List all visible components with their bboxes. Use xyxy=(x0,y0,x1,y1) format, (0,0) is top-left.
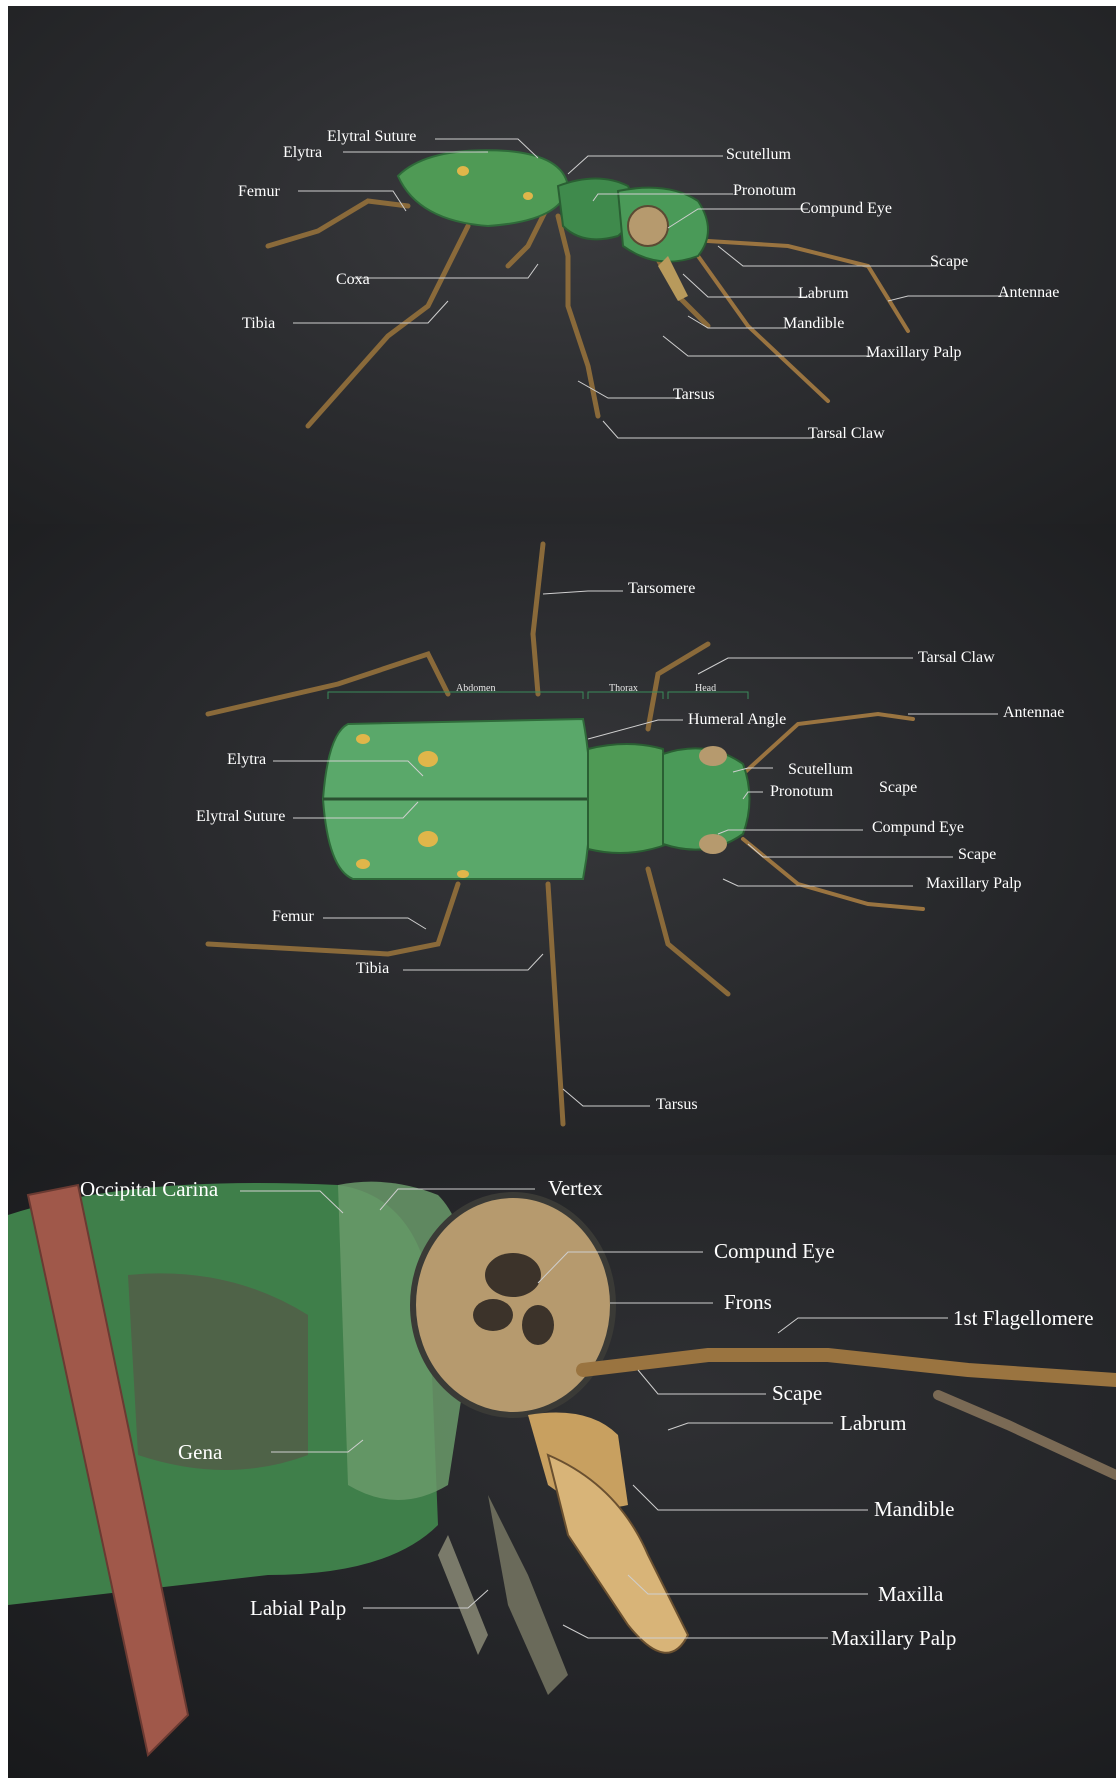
panel-dorsal-view: Tarsomere Tarsal Claw Abdomen Thorax Hea… xyxy=(8,524,1116,1155)
beetle-dorsal-view-image xyxy=(8,524,1116,1155)
label-coxa: Coxa xyxy=(336,272,370,288)
label-tarsus: Tarsus xyxy=(673,387,715,403)
label-labrum: Labrum xyxy=(840,1413,906,1434)
label-vertex: Vertex xyxy=(548,1178,603,1199)
beetle-antennae xyxy=(743,714,923,909)
beetle-palp xyxy=(438,1535,488,1655)
beetle-compound-eye xyxy=(413,1195,613,1415)
label-tarsomere: Tarsomere xyxy=(628,581,695,597)
label-scape-lower: Scape xyxy=(958,847,996,863)
label-maxilla: Maxilla xyxy=(878,1584,943,1605)
label-abdomen: Abdomen xyxy=(456,684,495,694)
label-tibia: Tibia xyxy=(356,961,389,977)
label-elytral-suture: Elytral Suture xyxy=(327,129,416,145)
label-scutellum: Scutellum xyxy=(726,147,791,163)
label-maxillary-palp: Maxillary Palp xyxy=(866,345,962,361)
leader-lines xyxy=(293,139,1008,438)
label-labrum: Labrum xyxy=(798,286,849,302)
label-gena: Gena xyxy=(178,1442,222,1463)
beetle-thorax xyxy=(588,744,668,853)
label-scape: Scape xyxy=(772,1383,822,1404)
beetle-maxilla xyxy=(488,1495,568,1695)
label-tarsus: Tarsus xyxy=(656,1097,698,1113)
label-maxillary-palp: Maxillary Palp xyxy=(831,1628,956,1649)
label-elytra: Elytra xyxy=(283,145,322,161)
label-thorax: Thorax xyxy=(609,684,638,694)
label-compound-eye: Compund Eye xyxy=(714,1241,835,1262)
beetle-antenna xyxy=(583,1355,1116,1380)
label-tarsal-claw: Tarsal Claw xyxy=(918,650,995,666)
label-mandible: Mandible xyxy=(783,316,844,332)
label-maxillary-palp: Maxillary Palp xyxy=(926,876,1022,892)
label-humeral-angle: Humeral Angle xyxy=(688,712,786,728)
label-elytra: Elytra xyxy=(227,752,266,768)
label-scape-upper: Scape xyxy=(879,780,917,796)
label-tibia: Tibia xyxy=(242,316,275,332)
beetle-elytra xyxy=(398,150,568,226)
panel-side-view: Elytral Suture Elytra Femur Coxa Tibia S… xyxy=(8,6,1116,524)
label-occipital-carina: Occipital Carina xyxy=(80,1179,218,1200)
label-labial-palp: Labial Palp xyxy=(250,1598,346,1619)
label-pronotum: Pronotum xyxy=(770,784,833,800)
label-scutellum: Scutellum xyxy=(788,762,853,778)
label-elytral-suture: Elytral Suture xyxy=(196,809,285,825)
label-compound-eye: Compund Eye xyxy=(800,201,892,217)
panel-head-closeup: Occipital Carina Vertex Compund Eye Fron… xyxy=(8,1155,1116,1778)
label-tarsal-claw: Tarsal Claw xyxy=(808,426,885,442)
label-pronotum: Pronotum xyxy=(733,183,796,199)
label-femur: Femur xyxy=(272,909,314,925)
label-femur: Femur xyxy=(238,184,280,200)
beetle-head-closeup-image xyxy=(8,1155,1116,1778)
beetle-eye xyxy=(628,206,668,246)
label-antennae: Antennae xyxy=(1003,705,1064,721)
label-compound-eye: Compund Eye xyxy=(872,820,964,836)
label-frons: Frons xyxy=(724,1292,772,1313)
label-scape: Scape xyxy=(930,254,968,270)
label-head: Head xyxy=(695,684,716,694)
label-1st-flagellomere: 1st Flagellomere xyxy=(953,1308,1094,1329)
label-mandible: Mandible xyxy=(874,1499,954,1520)
label-antennae: Antennae xyxy=(998,285,1059,301)
